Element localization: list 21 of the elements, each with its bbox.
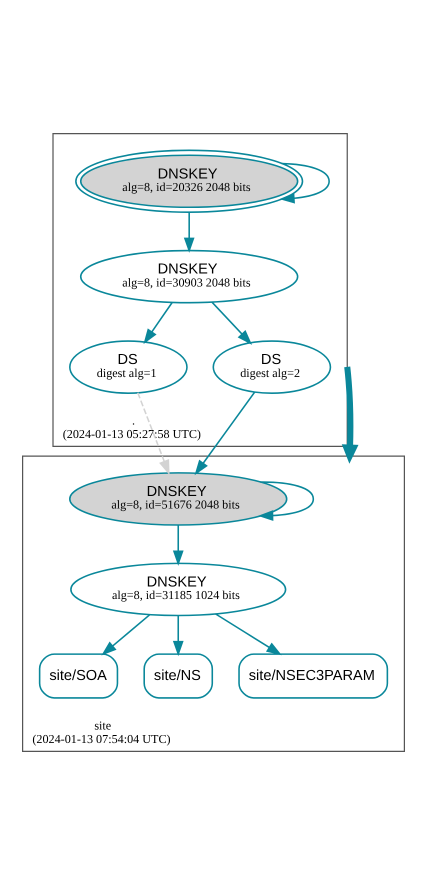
arrow — [342, 366, 358, 464]
node-ellipse: DNSKEY alg=8, id=20326 2048 bits — [75, 150, 304, 213]
arrow — [215, 613, 282, 656]
arrow — [172, 615, 184, 656]
node-ellipse: DS digest alg=1 — [69, 340, 188, 394]
node-ellipse: DS digest alg=2 — [212, 340, 332, 394]
arrow — [137, 392, 170, 476]
arrow — [258, 481, 314, 521]
node-ellipse: DNSKEY alg=8, id=51676 2048 bits — [69, 472, 288, 526]
node-ellipse: DNSKEY alg=8, id=30903 2048 bits — [80, 250, 298, 304]
node-box: site/SOA — [38, 653, 118, 699]
arrow — [143, 302, 173, 344]
arrow — [184, 212, 195, 253]
node-ellipse: DNSKEY alg=8, id=31185 1024 bits — [70, 562, 286, 616]
node-box: site/NSEC3PARAM — [238, 653, 388, 699]
arrow — [279, 162, 330, 204]
arrow — [101, 614, 150, 656]
arrow — [211, 301, 252, 345]
arrow — [194, 392, 256, 476]
arrow — [172, 525, 184, 566]
node-box: site/NS — [143, 653, 214, 699]
